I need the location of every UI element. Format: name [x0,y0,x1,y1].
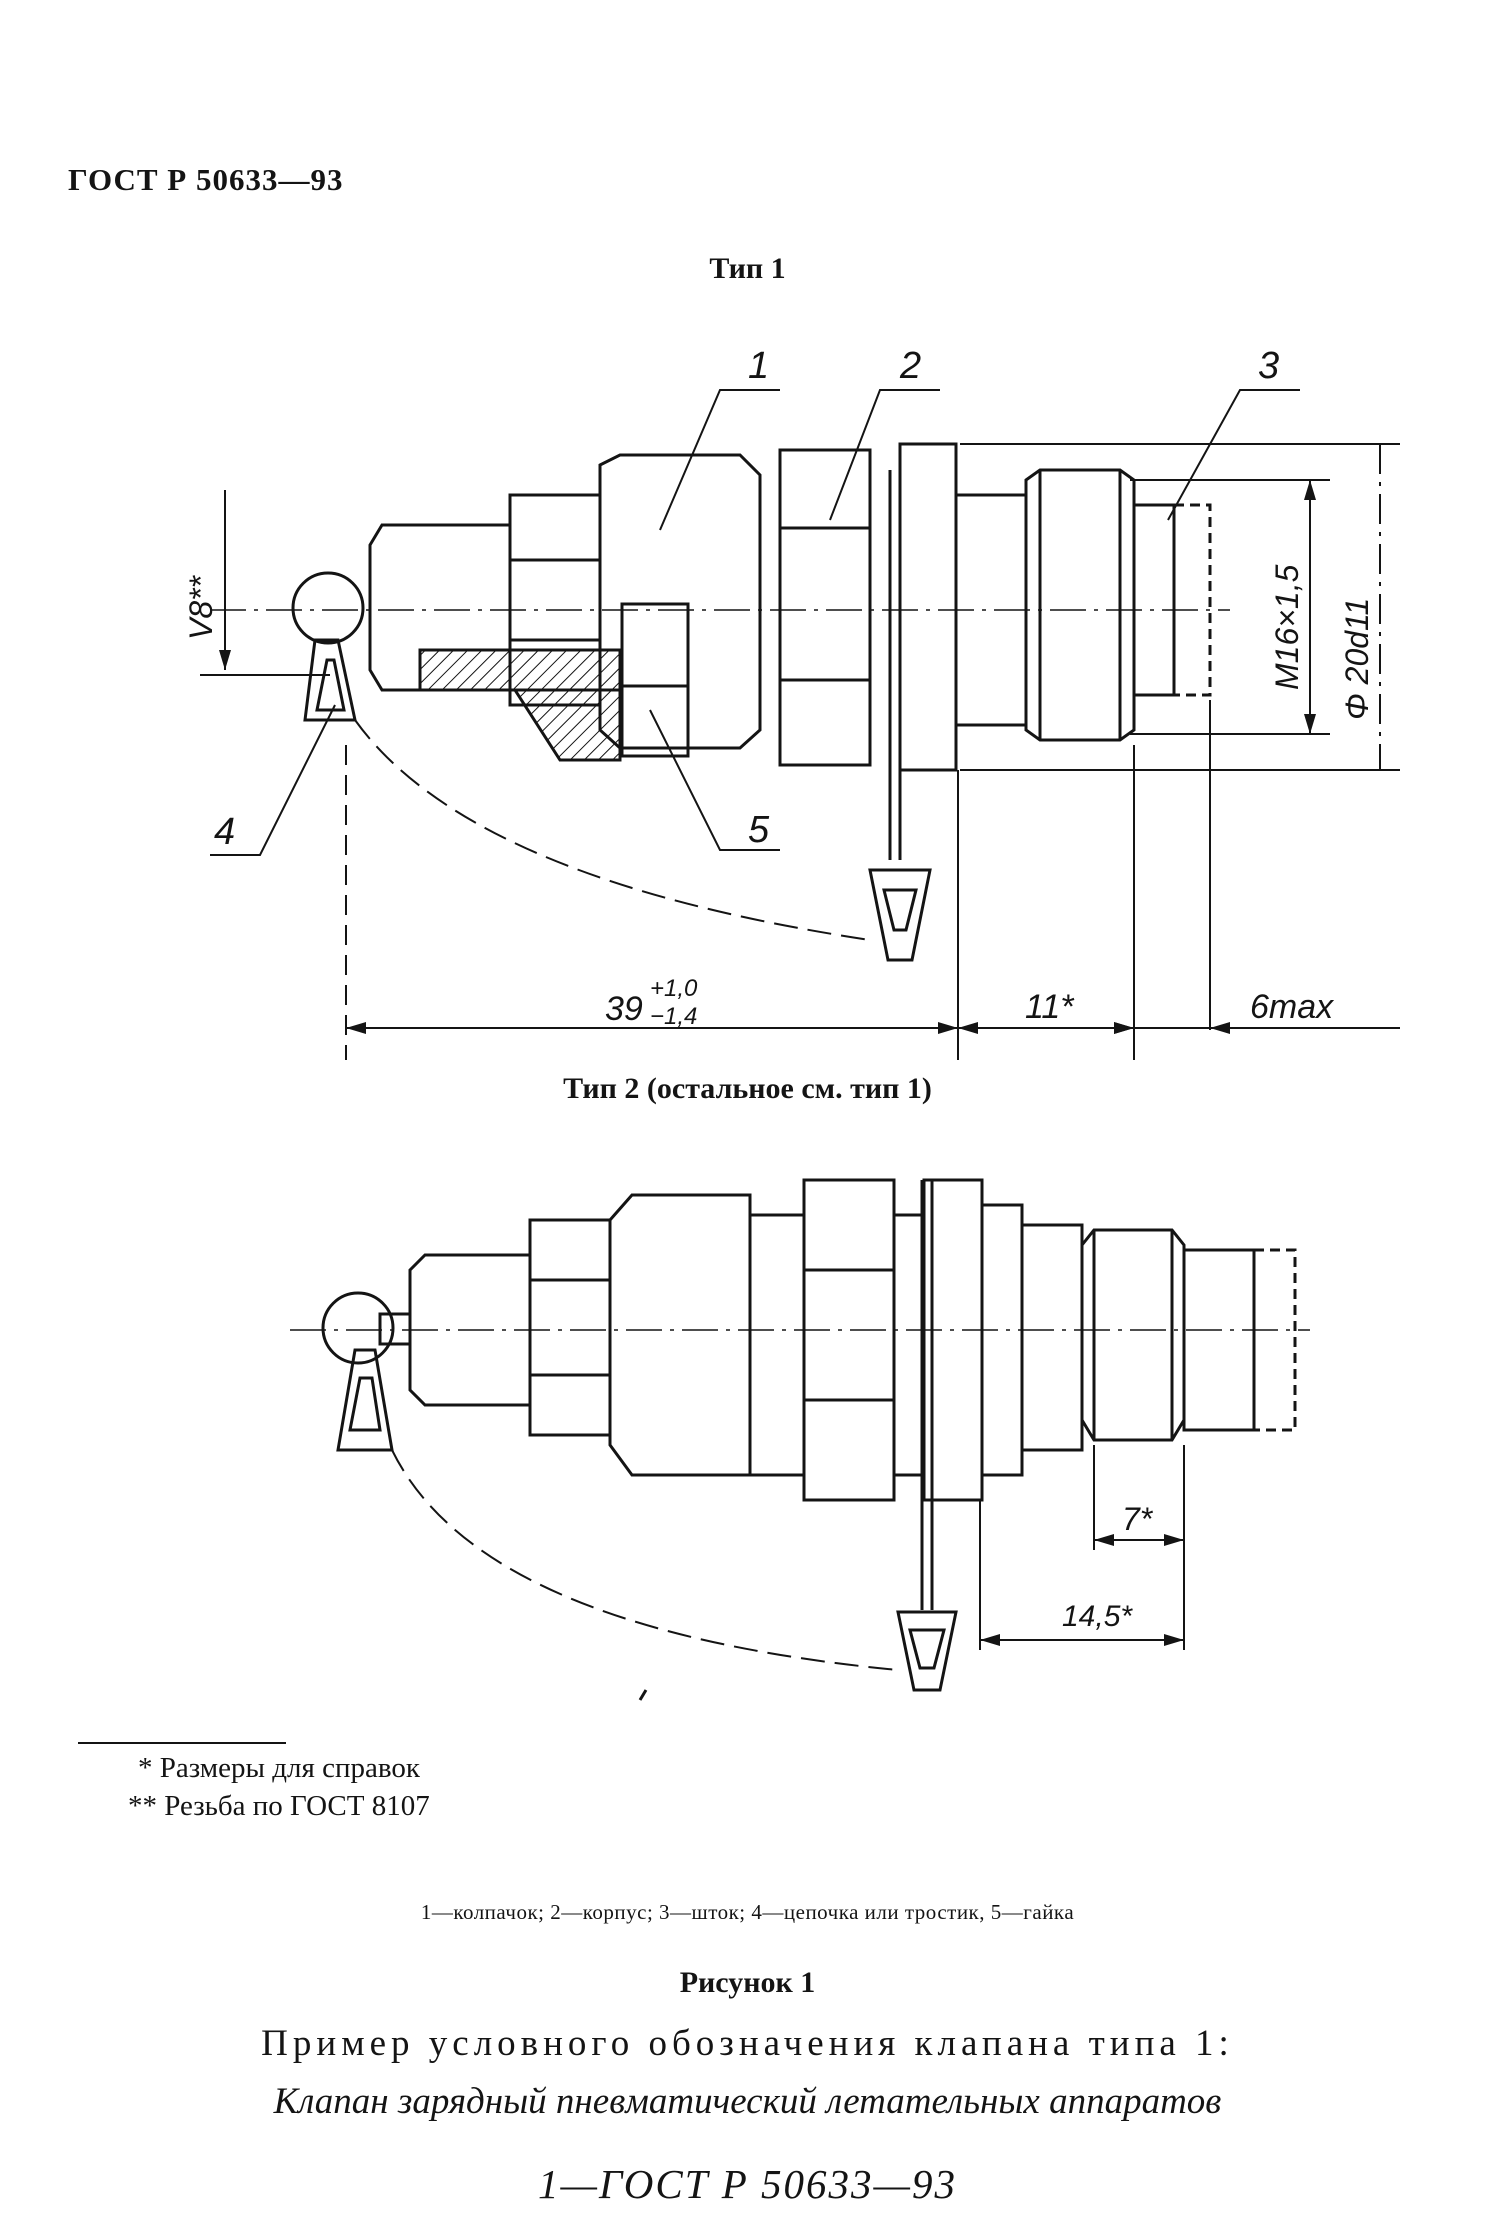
dim-6max: 6max [1250,988,1334,1026]
type1-title: Тип 1 [709,252,786,285]
example-code: 1—ГОСТ Р 50633—93 [538,2161,957,2207]
dim-v8: V8** [183,574,219,640]
dim-thread: M16×1,5 [1269,564,1305,690]
dim-39: 39 [605,990,643,1028]
dim-14-5: 14,5* [1062,1600,1133,1633]
tag-4 [303,638,357,722]
dim-diameter: Φ 20d11 [1339,598,1375,720]
dim-39-upper-tol: +1,0 [650,975,698,1002]
callout-4: 4 [214,811,235,853]
dim-11: 11* [1025,988,1075,1026]
figure-caption: Рисунок 1 [679,1966,816,1999]
example-name: Клапан зарядный пневматический летательн… [273,2081,1222,2122]
dim-7: 7* [1122,1501,1154,1537]
callout-5: 5 [748,809,770,851]
footnote-separator [78,1742,286,1744]
type1-drawing: 1 2 3 4 5 39 +1,0 −1,4 11* 6max V8** M16… [183,345,1400,1060]
footnote-thread: ** Резьба по ГОСТ 8107 [128,1790,430,1822]
callout-3: 3 [1258,345,1279,387]
example-intro: Пример условного обозначения клапана тип… [261,2023,1234,2064]
page-header: ГОСТ Р 50633—93 [68,162,344,197]
type2-title: Тип 2 (остальное см. тип 1) [563,1072,932,1105]
footnote-ref: * Размеры для справок [138,1752,420,1784]
callout-2: 2 [899,345,921,387]
parts-legend: 1—колпачок; 2—корпус; 3—шток; 4—цепочка … [420,1900,1075,1924]
dim-39-lower-tol: −1,4 [650,1003,697,1030]
callout-1: 1 [748,345,769,387]
type2-drawing: 7* 14,5* [290,1178,1310,1701]
